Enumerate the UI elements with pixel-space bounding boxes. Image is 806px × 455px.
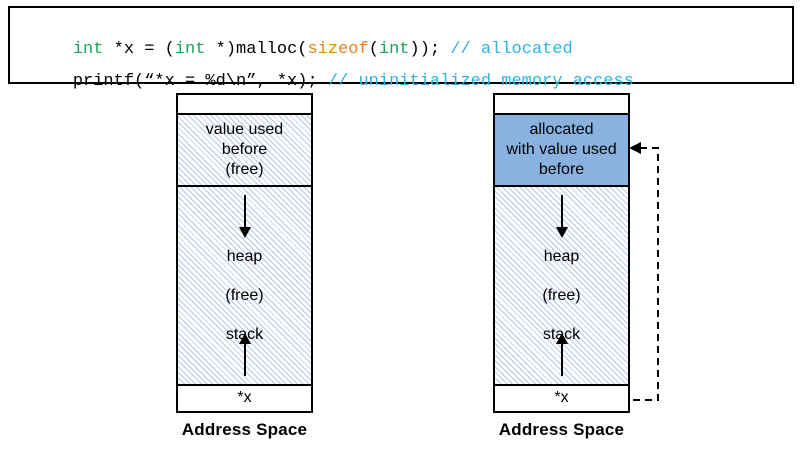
freed-region-line-2: before: [221, 141, 268, 158]
code-line-1: int *x = (int *)malloc(sizeof(int)); // …: [32, 21, 573, 78]
memory-cell-top-empty-before: [178, 95, 311, 115]
memory-cell-pointer-before: *x: [178, 386, 311, 411]
code-comment-uninitialized: // uninitialized memory access: [317, 72, 634, 91]
code-token-close-parens: ));: [409, 40, 441, 59]
code-token-sizeof: sizeof: [307, 40, 369, 59]
memory-cell-freed-region: value used before (free): [178, 115, 311, 187]
heap-label-before: heap: [226, 248, 263, 265]
address-space-caption-after: Address Space: [498, 420, 625, 439]
stack-arrow-shaft-after: [560, 342, 563, 376]
code-token-keyword-int-arg: int: [378, 40, 410, 59]
memory-box-after: allocated with value used before heap (f…: [493, 93, 630, 413]
code-token-keyword-int: int: [72, 40, 104, 59]
code-snippet-box: int *x = (int *)malloc(sizeof(int)); // …: [8, 6, 794, 91]
code-token-printf-call: printf(“*x = %d\n”, *x);: [72, 72, 318, 91]
pointer-arrow-head: [629, 142, 641, 154]
allocated-region-line-2: with value used: [506, 141, 617, 158]
code-token-keyword-int-cast: int: [174, 40, 206, 59]
memory-cell-top-empty-after: [495, 95, 628, 115]
memory-box-before: value used before (free) heap (free) sta…: [176, 93, 313, 413]
allocated-region-line-1: allocated: [529, 121, 594, 138]
heap-arrow-shaft-before: [243, 195, 246, 229]
free-label-before: (free): [225, 287, 264, 304]
code-comment-allocated: // allocated: [440, 40, 573, 59]
pointer-dashed-line: [633, 147, 659, 401]
memory-cell-allocated-region: allocated with value used before: [495, 115, 628, 187]
freed-region-line-3: (free): [225, 161, 264, 178]
heap-label-after: heap: [543, 248, 580, 265]
stack-arrow-head-before: [238, 333, 251, 344]
memory-cell-pointer-after: *x: [495, 386, 628, 411]
heap-arrow-head-before: [238, 227, 251, 238]
address-space-diagram-after: allocated with value used before heap (f…: [493, 93, 630, 440]
heap-arrow-head-after: [555, 227, 568, 238]
code-token-malloc-call: *)malloc(: [205, 40, 308, 59]
allocated-region-line-3: before: [538, 161, 585, 178]
memory-cell-heap-stack-after: heap (free) stack: [495, 187, 628, 386]
address-space-caption-before: Address Space: [181, 420, 308, 439]
code-line-2: printf(“*x = %d\n”, *x); // uninitialize…: [32, 53, 634, 110]
free-label-after: (free): [542, 287, 581, 304]
address-space-diagram-before: value used before (free) heap (free) sta…: [176, 93, 313, 440]
code-token-open-paren: (: [368, 40, 379, 59]
pointer-reference-arrow: [629, 142, 659, 401]
freed-region-line-1: value used: [205, 121, 284, 138]
code-token-declarator: *x = (: [103, 40, 175, 59]
stack-arrow-shaft-before: [243, 342, 246, 376]
heap-arrow-shaft-after: [560, 195, 563, 229]
stack-arrow-head-after: [555, 333, 568, 344]
memory-cell-heap-stack-before: heap (free) stack: [178, 187, 311, 386]
